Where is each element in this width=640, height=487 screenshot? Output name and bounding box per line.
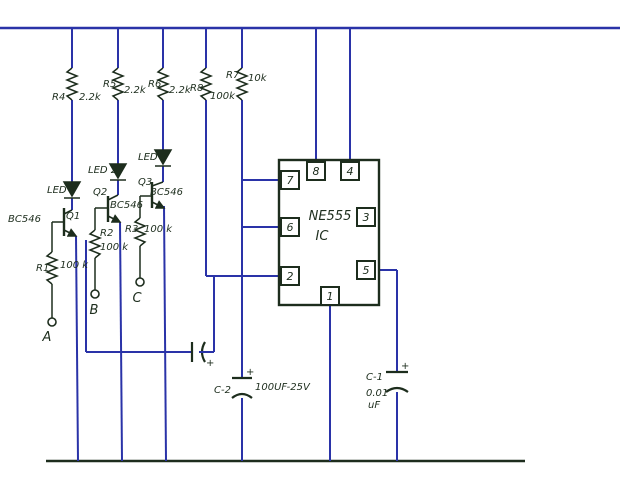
label-r2: R2 xyxy=(100,228,113,239)
label-q1-type: BC546 xyxy=(8,214,41,225)
label-r4-value: 2.2k xyxy=(79,92,102,103)
label-led1: LED 1 xyxy=(47,185,76,196)
capacitor-c1-symbol xyxy=(385,370,409,393)
resistor-r8-shape xyxy=(198,67,214,101)
label-c1-value-2: uF xyxy=(368,400,380,411)
resistor-r2-shape xyxy=(87,229,103,259)
input-terminals xyxy=(47,277,145,327)
label-led3: LED 3 xyxy=(138,152,167,163)
label-r6-value: 2.2k xyxy=(169,85,192,96)
transistor-q2-symbol xyxy=(106,194,122,223)
label-c1-value-1: 0.01 xyxy=(366,388,388,399)
label-r1: R1 xyxy=(36,263,49,274)
led-3-symbol xyxy=(153,149,173,167)
cap-c2-plus: + xyxy=(246,367,254,378)
label-r3-value: 100 k xyxy=(144,224,173,235)
ic-pin-6-label: 6 xyxy=(287,221,294,234)
ic-pin-5-label: 5 xyxy=(363,264,370,277)
leds xyxy=(62,149,173,199)
ic-sub-label: IC xyxy=(316,229,330,244)
terminal-b xyxy=(90,289,100,299)
capacitors xyxy=(190,341,409,399)
resistor-r6-shape xyxy=(155,67,171,101)
ic-pin-2-label: 2 xyxy=(287,270,294,283)
label-q2-type: BC546 xyxy=(110,200,143,211)
ic-pin-3-box xyxy=(356,207,376,227)
label-r1-value: 100 k xyxy=(60,260,89,271)
cap-coupling-plus: + xyxy=(206,358,214,369)
ic-pin-7-label: 7 xyxy=(287,174,294,187)
resistor-zigzags xyxy=(44,67,250,285)
ic-name-label: NE555 xyxy=(309,209,352,224)
label-input-c: C xyxy=(132,291,142,306)
ic-pin-1-box xyxy=(320,286,340,306)
label-led2: LED 2 xyxy=(88,165,117,176)
label-q3-type: BC546 xyxy=(150,187,183,198)
ic-pin-4-box xyxy=(340,161,360,181)
label-q3: Q3 xyxy=(138,177,152,188)
label-r5: R5 xyxy=(103,79,116,90)
ic-pin-3-label: 3 xyxy=(363,211,370,224)
label-r3: R3 xyxy=(125,224,138,235)
transistor-q1-symbol xyxy=(62,208,78,237)
label-r7: R7 xyxy=(226,70,240,81)
label-input-a: A xyxy=(42,330,52,345)
ic-pin-7-box xyxy=(280,170,300,190)
led-2-symbol xyxy=(108,163,128,181)
capacitor-polarity-marks: + + + xyxy=(206,358,409,378)
resistor-r1-shape xyxy=(44,251,60,285)
label-r4: R4 xyxy=(52,92,65,103)
resistor-r5-shape xyxy=(110,67,126,101)
capacitor-coupling-symbol xyxy=(190,341,206,363)
resistor-r4-shape xyxy=(64,67,80,101)
label-r8: R8 xyxy=(190,83,203,94)
cap-c1-plus: + xyxy=(401,361,409,372)
label-r5-value: 2.2k xyxy=(124,85,147,96)
ne555-chip: 8 4 7 6 2 3 5 1 NE555 IC xyxy=(277,158,381,307)
label-c1: C-1 xyxy=(366,372,383,383)
terminal-a xyxy=(47,317,57,327)
label-input-b: B xyxy=(90,303,99,318)
transistors xyxy=(62,181,166,237)
label-r7-value: 10k xyxy=(248,73,268,84)
label-r8-value: 100k xyxy=(210,91,236,102)
resistor-r7-shape xyxy=(234,67,250,101)
led-1-symbol xyxy=(62,181,82,199)
terminal-c xyxy=(135,277,145,287)
ic-pin-6-box xyxy=(280,217,300,237)
transistor-q3-symbol xyxy=(150,181,166,209)
ic-pin-1-label: 1 xyxy=(327,290,334,303)
label-r2-value: 100 k xyxy=(100,242,129,253)
input-wiring xyxy=(51,195,152,318)
label-r6: R6 xyxy=(148,79,161,90)
label-q2: Q2 xyxy=(93,187,107,198)
component-labels: R4 2.2k R5 2.2k R6 2.2k R8 100k R7 10k R… xyxy=(8,70,388,411)
ic-pin-2-box xyxy=(280,266,300,286)
ic-pin-8-label: 8 xyxy=(313,165,320,178)
ic-pin-5-box xyxy=(356,260,376,280)
label-q1: Q1 xyxy=(66,211,80,222)
label-c2-value: 100UF-25V xyxy=(255,382,311,393)
input-labels: A B C xyxy=(42,291,143,345)
capacitor-c2-symbol xyxy=(231,376,253,399)
resistor-r3-shape xyxy=(132,217,148,247)
ic-pin-4-label: 4 xyxy=(347,165,354,178)
ic-pin-8-box xyxy=(306,161,326,181)
label-c2: C-2 xyxy=(214,385,231,396)
wires xyxy=(71,28,398,462)
